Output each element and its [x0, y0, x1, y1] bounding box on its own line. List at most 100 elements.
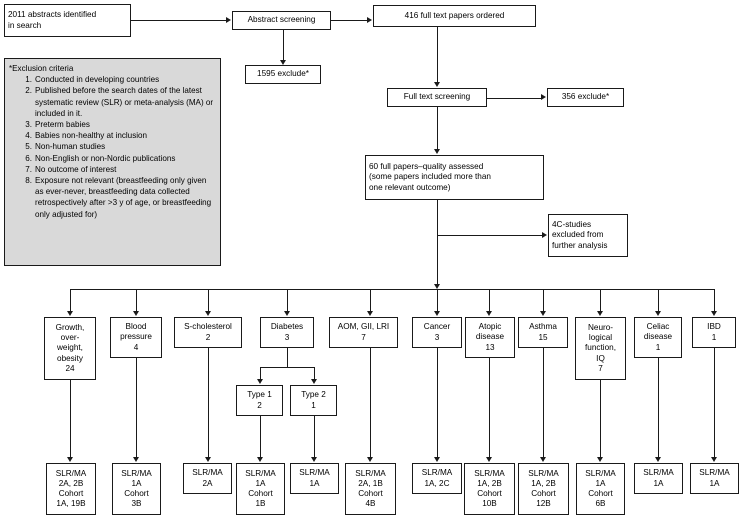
connector-diabetes-subtype-bus [260, 367, 314, 368]
node-line: Type 1 [247, 390, 272, 400]
arrowhead-right [542, 231, 547, 238]
evidence-box-cancer: SLR/MA 1A, 2C [412, 463, 462, 494]
node-line: 1595 exclude* [257, 69, 309, 79]
node-line: 2 [205, 332, 211, 342]
node-line: 1A [595, 478, 606, 488]
outcome-box-atopic-disease: Atopic disease 13 [465, 317, 515, 358]
connector-atopic-to-evidence [489, 358, 490, 458]
node-line: Neuro- [587, 322, 614, 332]
node-line: Type 2 [301, 390, 326, 400]
arrowhead-right [367, 16, 372, 23]
connector-celiac-to-evidence [658, 358, 659, 458]
connector-bus-drop-cholesterol [208, 289, 209, 312]
arrowhead-down [485, 457, 492, 462]
item-text: Exposure not relevant (breastfeeding onl… [35, 176, 212, 219]
node-line: Asthma [529, 322, 557, 332]
connector-abstract-screening-to-exclude [283, 30, 284, 61]
node-4c-studies-excluded: 4C-studies excluded from further analysi… [548, 214, 628, 257]
node-line: SLR/MA [55, 468, 87, 478]
node-full-text-screening: Full text screening [387, 88, 487, 107]
node-line: Cohort [531, 489, 556, 498]
node-line: SLR/MA [699, 468, 730, 478]
item-number: 1. [25, 75, 32, 85]
node-line: Cohort [358, 489, 383, 498]
connector-bus-drop-diabetes [287, 289, 288, 312]
arrowhead-down [539, 457, 546, 462]
node-line: 1A, 2B [531, 478, 556, 488]
node-line: 1 [655, 342, 661, 352]
node-line: 1 [711, 332, 717, 342]
node-line: 2A, 1B [358, 478, 383, 488]
node-line: 1A [653, 478, 664, 488]
node-line: 1A [309, 478, 320, 488]
outcome-box-aom-gii-lri: AOM, GII, LRI 7 [329, 317, 398, 348]
node-line: 12B [536, 499, 551, 509]
arrowhead-down [132, 311, 139, 316]
node-line: IQ [596, 353, 605, 363]
arrowhead-down [433, 149, 440, 154]
node-full-text-exclude: 356 exclude* [547, 88, 624, 107]
connector-abstract-screening-to-papers-ordered [331, 20, 368, 21]
node-line: (some papers included more than [369, 172, 491, 182]
connector-diabetes-drop-type1 [260, 367, 261, 380]
arrowhead-down [539, 311, 546, 316]
arrowhead-down [204, 457, 211, 462]
node-line: 1A, 2B [477, 478, 502, 488]
node-line: SLR/MA [643, 468, 674, 478]
arrowhead-down [485, 311, 492, 316]
arrowhead-down [433, 311, 440, 316]
item-number: 4. [25, 131, 32, 141]
node-line: Diabetes [270, 322, 304, 332]
node-abstract-exclude: 1595 exclude* [245, 65, 321, 84]
node-line: 10B [482, 499, 497, 509]
connector-type1-to-evidence [260, 416, 261, 458]
node-abstract-screening: Abstract screening [232, 11, 331, 30]
node-line: 356 exclude* [561, 92, 610, 102]
connector-diabetes-drop-type2 [314, 367, 315, 380]
node-line: 4B [365, 499, 376, 509]
connector-diabetes-to-subtypes-stem [287, 348, 288, 367]
node-line: Cohort [248, 489, 273, 498]
arrowhead-down [433, 284, 440, 289]
node-line: 6B [595, 499, 606, 509]
arrowhead-down [204, 311, 211, 316]
node-line: 3 [434, 332, 440, 342]
arrowhead-down [596, 457, 603, 462]
node-line: logical [588, 333, 613, 343]
node-line: 24 [65, 363, 75, 373]
node-line: weight, [57, 343, 83, 353]
evidence-box-ibd: SLR/MA 1A [690, 463, 739, 494]
evidence-box-celiac-disease: SLR/MA 1A [634, 463, 683, 494]
node-line: Cancer [423, 322, 451, 332]
node-line: disease [643, 332, 673, 342]
outcome-box-diabetes-type1: Type 1 2 [236, 385, 283, 416]
item-text: No outcome of interest [35, 164, 117, 174]
arrowhead-down [310, 457, 317, 462]
evidence-box-aom-gii-lri: SLR/MA 2A, 1B Cohort 4B [345, 463, 396, 515]
node-line: 7 [598, 363, 603, 373]
node-line: 3 [284, 332, 290, 342]
exclusion-criteria-item: 7.No outcome of interest [9, 164, 215, 175]
evidence-box-diabetes-type1: SLR/MA 1A Cohort 1B [236, 463, 285, 515]
outcome-box-diabetes-type2: Type 2 1 [290, 385, 337, 416]
connector-ibd-to-evidence [714, 348, 715, 458]
node-line: 1A, 2C [424, 478, 450, 488]
node-line: excluded from [552, 230, 604, 240]
connector-bloodpress-to-evidence [136, 358, 137, 458]
exclusion-criteria-item: 5.Non-human studies [9, 141, 215, 152]
connector-bus-drop-growth [70, 289, 71, 312]
node-line: Celiac [646, 322, 670, 332]
exclusion-criteria-item: 8.Exposure not relevant (breastfeeding o… [9, 175, 215, 220]
outcome-box-asthma: Asthma 15 [518, 317, 568, 348]
exclusion-criteria-item: 1.Conducted in developing countries [9, 74, 215, 85]
arrowhead-down [66, 457, 73, 462]
outcome-box-neurological-function: Neuro- logical function, IQ 7 [575, 317, 626, 380]
connector-trunk-to-4c-excluded [437, 235, 543, 236]
exclusion-criteria-list: 1.Conducted in developing countries 2.Pu… [9, 74, 215, 220]
node-line: 7 [361, 332, 366, 342]
exclusion-criteria-item: 4.Babies non-healthy at inclusion [9, 130, 215, 141]
arrowhead-down [433, 82, 440, 87]
node-line: 13 [485, 342, 495, 352]
node-line: SLR/MA [528, 468, 559, 478]
